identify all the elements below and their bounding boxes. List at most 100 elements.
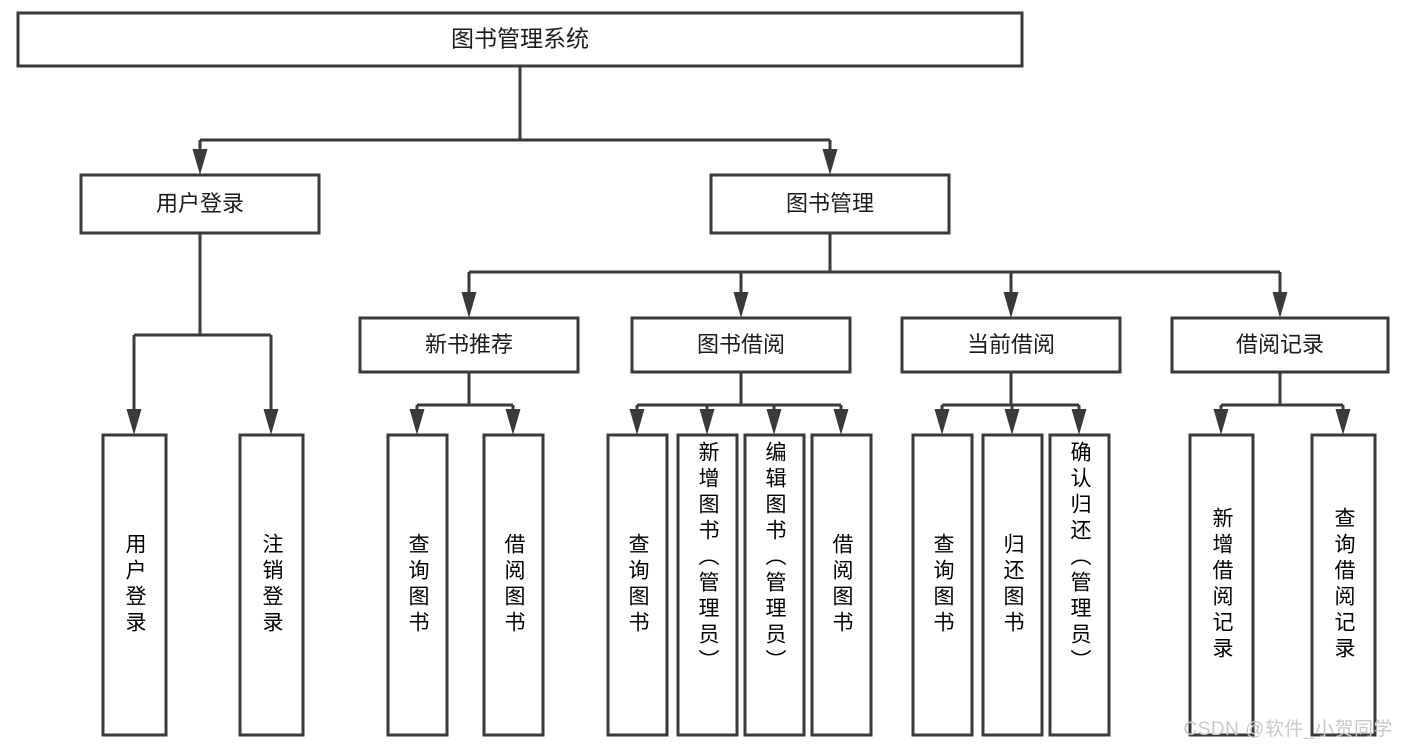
leaf-confirm-return-label: 确认归还（管理员）	[1068, 441, 1091, 675]
node-book_borrow[interactable]: 图书借阅	[630, 316, 852, 374]
arrow-head-icon	[192, 149, 208, 175]
leaf-add-book[interactable]	[676, 433, 739, 737]
leaf-query-book-1-label: 查询图书	[406, 533, 429, 637]
bus-user-login	[134, 233, 271, 337]
node-box-book_manage[interactable]	[709, 173, 951, 235]
leaf-borrow-book-1[interactable]	[482, 433, 545, 737]
bus-current-borrow	[942, 372, 1079, 407]
arrow-head-icon	[126, 409, 142, 435]
leaf-add-record[interactable]	[1188, 433, 1255, 737]
leaf-logout[interactable]	[238, 433, 305, 737]
arrow-head-icon	[263, 409, 279, 435]
leaf-edit-book[interactable]	[743, 433, 806, 737]
arrow-book-manage	[822, 140, 838, 175]
node-box-leaf-confirm-return[interactable]	[1048, 433, 1111, 737]
node-box-leaf-borrow-book-2[interactable]	[810, 433, 873, 737]
node-box-borrow_record[interactable]	[1170, 316, 1390, 374]
vertical-text-wrap: 查询图书	[608, 435, 667, 735]
arrow-user-login	[192, 140, 208, 175]
arrow-head-icon	[1213, 409, 1229, 435]
node-box-leaf-query-record[interactable]	[1310, 433, 1377, 737]
arrow-head-icon	[699, 409, 715, 435]
node-user_login[interactable]: 用户登录	[79, 173, 321, 235]
arrow-leaf-4	[505, 405, 521, 435]
node-box-leaf-add-record[interactable]	[1188, 433, 1255, 737]
arrow-leaf-2	[263, 335, 279, 435]
leaf-user-login-label-holder: 用户登录	[103, 435, 166, 735]
node-box-book_borrow[interactable]	[630, 316, 852, 374]
node-book_manage[interactable]: 图书管理	[709, 173, 951, 235]
arrow-new-book-rec	[461, 272, 477, 318]
arrow-leaf-3	[409, 405, 425, 435]
leaf-query-book-1[interactable]	[386, 433, 449, 737]
node-box-leaf-query-book-2[interactable]	[606, 433, 669, 737]
node-box-leaf-query-book-3[interactable]	[911, 433, 974, 737]
bus-root	[200, 66, 830, 142]
arrow-head-icon	[1004, 409, 1020, 435]
node-box-leaf-user-login[interactable]	[101, 433, 168, 737]
arrow-head-icon	[1335, 409, 1351, 435]
node-box-leaf-add-book[interactable]	[676, 433, 739, 737]
arrow-head-icon	[733, 292, 749, 318]
leaf-borrow-book-2-label: 借阅图书	[830, 533, 853, 637]
leaf-query-record[interactable]	[1310, 433, 1377, 737]
node-box-leaf-borrow-book-1[interactable]	[482, 433, 545, 737]
arrow-head-icon	[461, 292, 477, 318]
leaf-add-book-label-holder: 新增图书（管理员）	[678, 435, 737, 735]
leaf-borrow-book-2-label-holder: 借阅图书	[812, 435, 871, 735]
arrow-head-icon	[1071, 409, 1087, 435]
node-box-current_borrow[interactable]	[900, 316, 1122, 374]
arrow-head-icon	[1003, 292, 1019, 318]
vertical-text-wrap: 用户登录	[103, 435, 166, 735]
node-box-user_login[interactable]	[79, 173, 321, 235]
bus-borrow-record	[1221, 372, 1343, 407]
node-new_book_rec[interactable]: 新书推荐	[358, 316, 580, 374]
node-current_borrow[interactable]: 当前借阅	[900, 316, 1122, 374]
leaf-borrow-book-2[interactable]	[810, 433, 873, 737]
node-root[interactable]: 图书管理系统	[16, 11, 1024, 68]
arrow-borrow-record	[1272, 272, 1288, 318]
vertical-text-wrap: 查询图书	[388, 435, 447, 735]
leaf-edit-book-label: 编辑图书（管理员）	[763, 441, 786, 675]
leaf-query-record-label-holder: 查询借阅记录	[1312, 435, 1375, 735]
arrow-head-icon	[833, 409, 849, 435]
node-borrow_record[interactable]: 借阅记录	[1170, 316, 1390, 374]
arrow-head-icon	[409, 409, 425, 435]
arrow-head-icon	[505, 409, 521, 435]
vertical-text-wrap: 编辑图书（管理员）	[745, 435, 804, 735]
arrow-head-icon	[1272, 292, 1288, 318]
node-box-leaf-return-book[interactable]	[981, 433, 1044, 737]
leaf-edit-book-label-holder: 编辑图书（管理员）	[745, 435, 804, 735]
vertical-text-wrap: 查询图书	[913, 435, 972, 735]
vertical-text-wrap: 确认归还（管理员）	[1050, 435, 1109, 735]
leaf-query-book-3-label-holder: 查询图书	[913, 435, 972, 735]
arrow-leaf-6	[699, 405, 715, 435]
node-box-root[interactable]	[16, 11, 1024, 68]
node-box-new_book_rec[interactable]	[358, 316, 580, 374]
arrow-head-icon	[822, 149, 838, 175]
leaf-return-book[interactable]	[981, 433, 1044, 737]
arrow-leaf-13	[1335, 405, 1351, 435]
leaf-query-book-1-label-holder: 查询图书	[388, 435, 447, 735]
bus-new-book-rec	[417, 372, 513, 407]
leaf-borrow-book-1-label: 借阅图书	[502, 533, 525, 637]
node-box-leaf-logout[interactable]	[238, 433, 305, 737]
arrow-leaf-12	[1213, 405, 1229, 435]
vertical-text-wrap: 查询借阅记录	[1312, 435, 1375, 735]
leaf-confirm-return[interactable]	[1048, 433, 1111, 737]
leaf-return-book-label-holder: 归还图书	[983, 435, 1042, 735]
leaf-query-record-label: 查询借阅记录	[1332, 507, 1355, 663]
node-box-leaf-edit-book[interactable]	[743, 433, 806, 737]
node-label-root: 图书管理系统	[451, 26, 589, 52]
leaf-add-record-label-holder: 新增借阅记录	[1190, 435, 1253, 735]
leaf-user-login[interactable]	[101, 433, 168, 737]
leaf-return-book-label: 归还图书	[1001, 533, 1024, 637]
arrow-head-icon	[629, 409, 645, 435]
leaf-add-record-label: 新增借阅记录	[1210, 507, 1233, 663]
node-box-leaf-query-book-1[interactable]	[386, 433, 449, 737]
leaf-query-book-2[interactable]	[606, 433, 669, 737]
leaf-confirm-return-label-holder: 确认归还（管理员）	[1050, 435, 1109, 735]
leaf-query-book-3[interactable]	[911, 433, 974, 737]
